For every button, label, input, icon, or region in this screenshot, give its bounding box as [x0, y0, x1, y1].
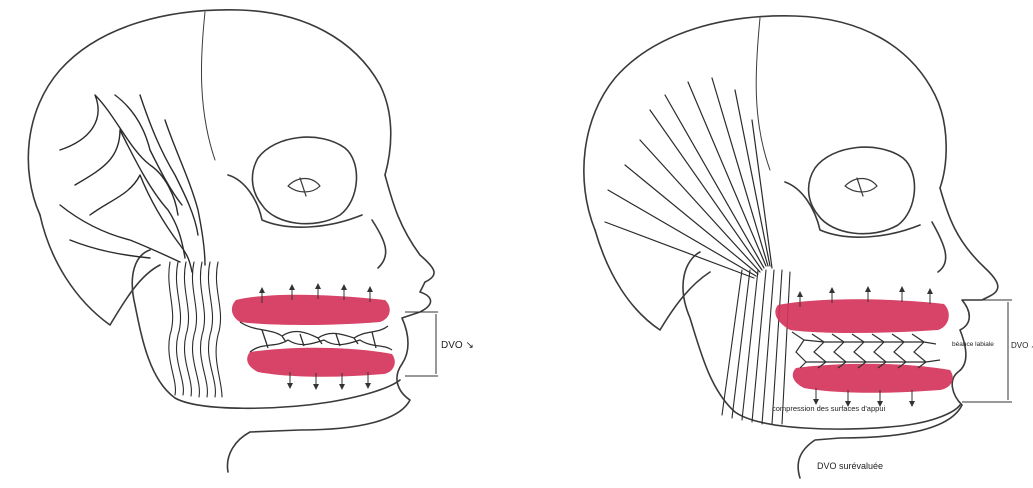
- left-mandible: [132, 250, 400, 408]
- left-nasal-bone: [372, 220, 386, 268]
- right-cranium-outline: [584, 16, 946, 230]
- left-panel: [28, 10, 434, 472]
- right-nasal-bone: [932, 222, 946, 272]
- left-orbit: [252, 137, 356, 224]
- right-suture: [756, 18, 770, 170]
- left-temporal-muscle: [60, 95, 205, 272]
- left-occipital: [40, 215, 160, 325]
- eye-socket-icon: [288, 178, 320, 196]
- left-cranium-outline: [28, 10, 390, 215]
- left-upper-gum: [232, 295, 390, 325]
- left-teeth: [240, 322, 392, 352]
- occlusal-compression-annotation: compression des surfaces d'appui: [772, 404, 885, 413]
- left-masseter-muscle: [169, 262, 222, 397]
- left-suture: [201, 12, 215, 160]
- right-teeth: [792, 332, 940, 368]
- eye-socket-icon: [845, 178, 877, 196]
- left-zygoma: [228, 175, 362, 227]
- right-temporal-muscle: [605, 78, 772, 278]
- right-dvo-label: DVO ↗: [1011, 341, 1033, 350]
- left-dvo-bracket: [405, 312, 438, 376]
- left-lower-gum: [247, 348, 395, 377]
- right-occipital: [595, 230, 710, 330]
- right-masseter-muscle: [722, 270, 790, 424]
- right-lower-gum: [793, 364, 953, 393]
- right-caption: DVO surévaluée: [817, 461, 883, 471]
- left-dvo-label: DVO ↘: [441, 340, 474, 351]
- right-upper-gum: [775, 299, 949, 333]
- lip-gap-annotation: béance labiale: [952, 341, 994, 348]
